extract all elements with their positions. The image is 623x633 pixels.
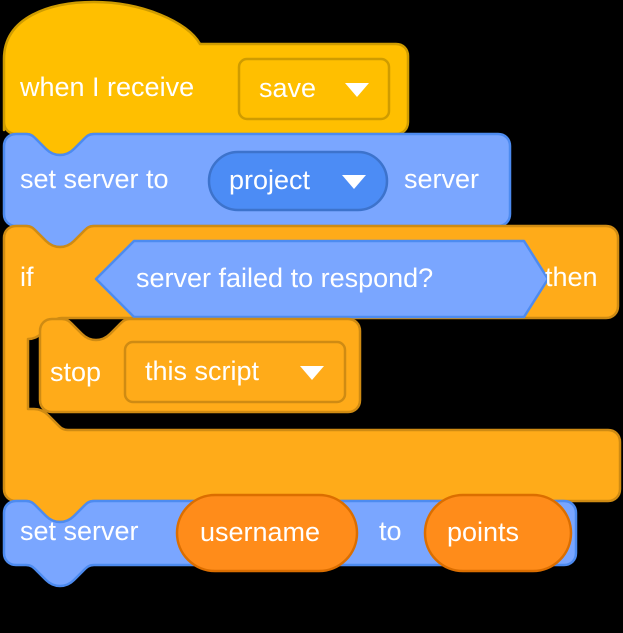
- message-dropdown[interactable]: save: [237, 57, 391, 121]
- chevron-down-icon[interactable]: [300, 366, 324, 380]
- boolean-hexagon-shape[interactable]: [94, 239, 550, 319]
- block-set-server-username-to-points[interactable]: set server username to points: [2, 493, 578, 588]
- username-reporter-bg[interactable]: [175, 493, 359, 573]
- server-target-dropdown-bg[interactable]: [207, 150, 389, 212]
- chevron-down-icon[interactable]: [342, 175, 366, 189]
- username-reporter[interactable]: username: [175, 493, 359, 573]
- chevron-down-icon[interactable]: [345, 83, 369, 97]
- message-dropdown-bg[interactable]: [237, 57, 391, 121]
- stop-option-dropdown[interactable]: this script: [123, 340, 347, 404]
- block-when-i-receive[interactable]: when I receive save: [2, 0, 410, 157]
- condition-boolean-slot[interactable]: server failed to respond?: [94, 239, 550, 319]
- server-target-dropdown[interactable]: project: [207, 150, 389, 212]
- points-reporter[interactable]: points: [423, 493, 573, 573]
- points-reporter-bg[interactable]: [423, 493, 573, 573]
- block-stop-this-script[interactable]: stop this script: [38, 317, 362, 414]
- stop-option-dropdown-bg[interactable]: [123, 340, 347, 404]
